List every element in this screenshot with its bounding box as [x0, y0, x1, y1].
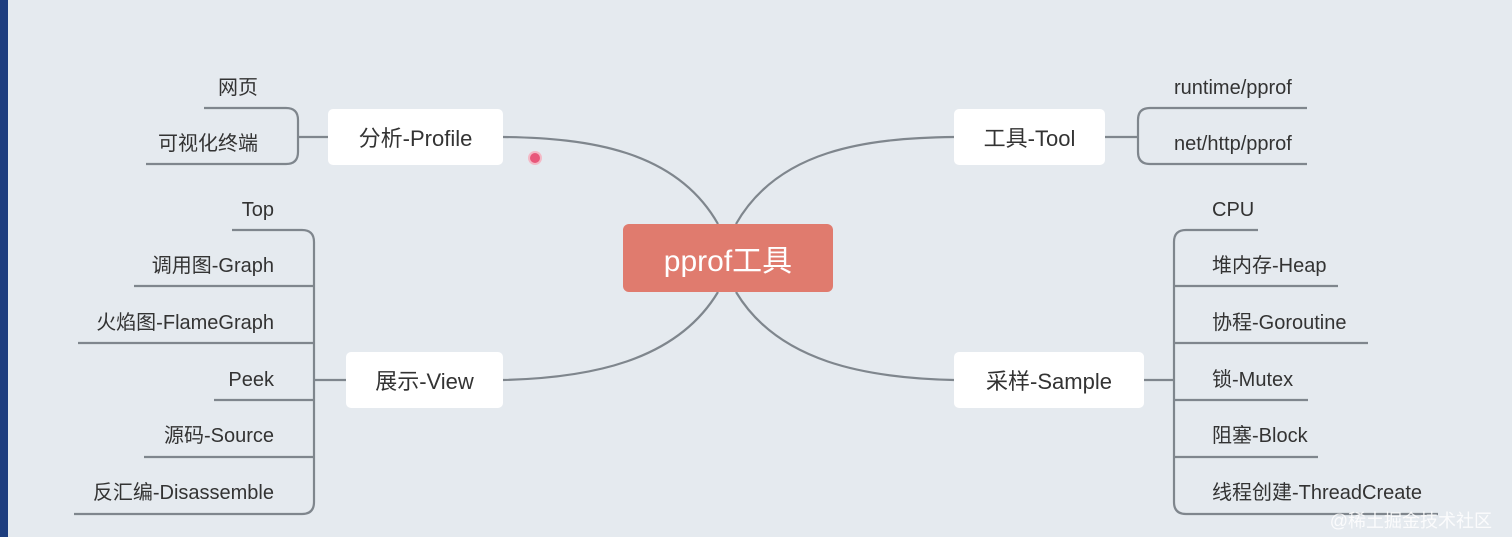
branch-tool[interactable]: 工具-Tool	[954, 109, 1105, 165]
bracket-view	[74, 228, 346, 516]
leaf-tool-net-http-pprof[interactable]: net/http/pprof	[1174, 133, 1292, 155]
leaf-view-disassemble[interactable]: 反汇编-Disassemble	[92, 482, 274, 504]
branch-profile[interactable]: 分析-Profile	[328, 109, 503, 165]
leaf-view-peek[interactable]: Peek	[228, 369, 274, 391]
cursor-pointer-dot	[530, 153, 540, 163]
bracket-profile	[146, 106, 328, 166]
connector-root-view	[502, 291, 719, 382]
leaf-profile-terminal[interactable]: 可视化终端	[158, 133, 258, 155]
leaf-sample-goroutine[interactable]: 协程-Goroutine	[1212, 312, 1347, 334]
leaf-view-top[interactable]: Top	[241, 199, 274, 221]
leaf-view-flamegraph[interactable]: 火焰图-FlameGraph	[96, 312, 274, 334]
mindmap-canvas: pprof工具 分析-Profile 展示-View 工具-Tool 采样-Sa…	[8, 0, 1512, 537]
bracket-sample	[1144, 228, 1438, 516]
bracket-tool	[1105, 106, 1307, 166]
leaf-sample-block[interactable]: 阻塞-Block	[1212, 425, 1308, 447]
connector-lines	[74, 106, 1438, 516]
branch-sample[interactable]: 采样-Sample	[954, 352, 1144, 408]
leaf-view-source[interactable]: 源码-Source	[163, 425, 274, 447]
leaf-view-graph[interactable]: 调用图-Graph	[151, 255, 274, 277]
leaf-sample-threadcreate[interactable]: 线程创建-ThreadCreate	[1212, 482, 1423, 504]
leaf-sample-cpu[interactable]: CPU	[1212, 199, 1255, 221]
connector-root-profile	[502, 135, 719, 225]
connector-root-sample	[735, 291, 955, 382]
branch-view[interactable]: 展示-View	[346, 352, 503, 408]
leaf-tool-runtime-pprof[interactable]: runtime/pprof	[1174, 77, 1292, 99]
connector-root-tool	[735, 135, 955, 225]
leaf-sample-heap[interactable]: 堆内存-Heap	[1212, 255, 1327, 277]
watermark-text: @稀土掘金技术社区	[1329, 511, 1492, 531]
leaf-profile-web[interactable]: 网页	[218, 77, 258, 99]
root-node-pprof[interactable]: pprof工具	[623, 224, 833, 292]
leaf-sample-mutex[interactable]: 锁-Mutex	[1212, 369, 1294, 391]
